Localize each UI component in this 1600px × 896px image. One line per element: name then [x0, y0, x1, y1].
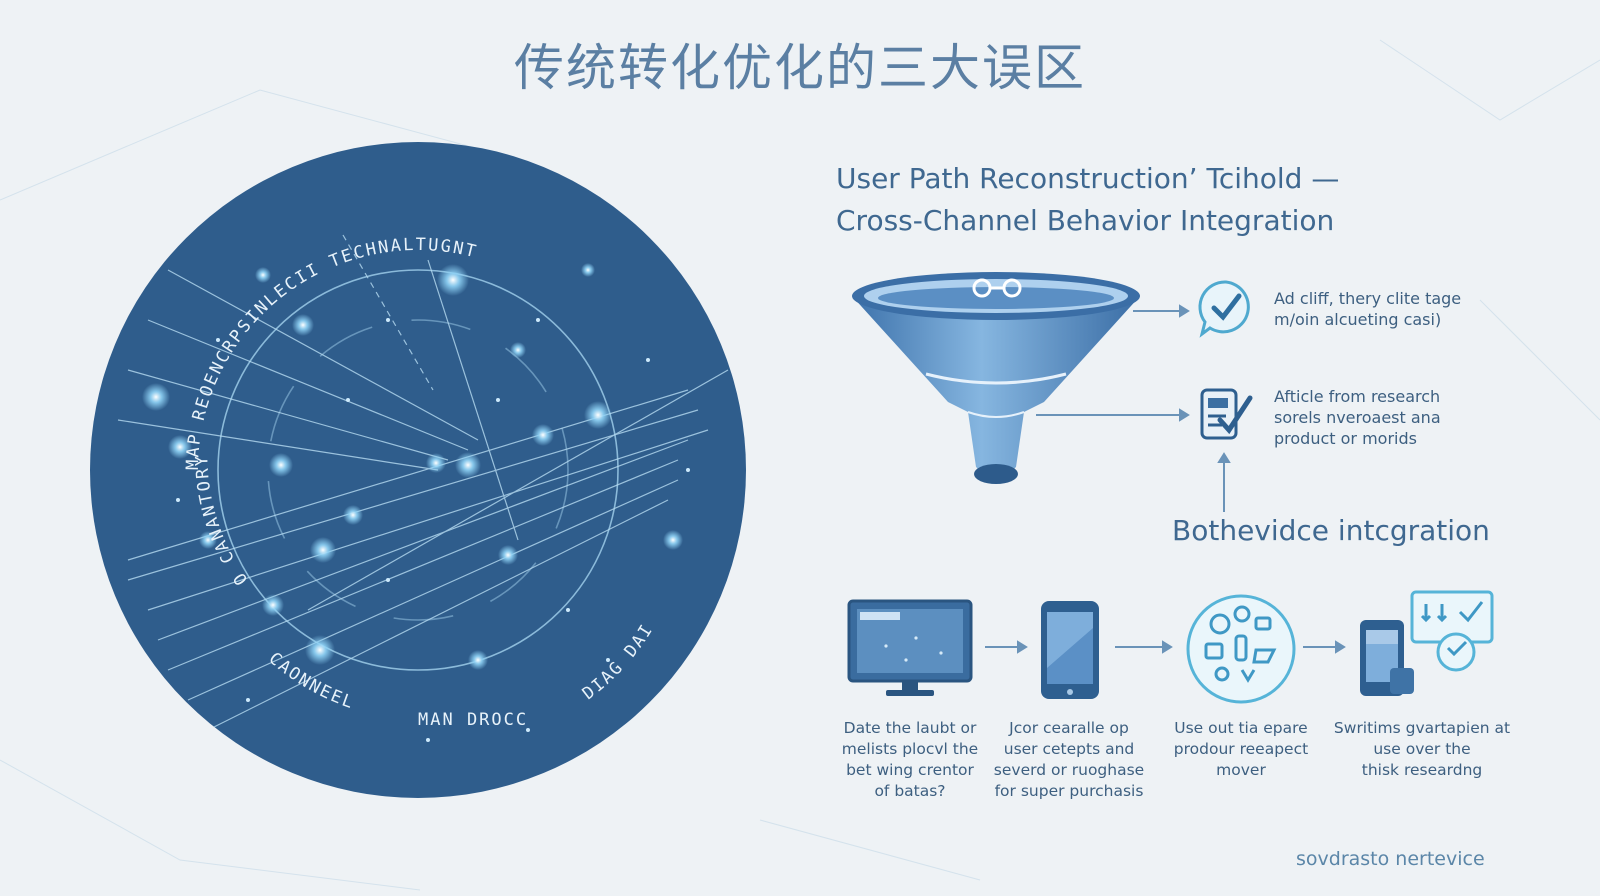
- section-headline: User Path Reconstruction’ Tcihold — Cros…: [836, 158, 1339, 242]
- right-item-2-line-1: Afticle from research: [1274, 387, 1441, 406]
- device-caption-3-line-2: prodour reeapect: [1173, 740, 1309, 758]
- device-caption-4: Swritims gvartapien at use over the this…: [1326, 718, 1518, 781]
- footer-text: sovdrasto nertevice: [1296, 848, 1485, 870]
- device-caption-2-line-4: for super purchasis: [994, 782, 1144, 800]
- right-item-2-line-2: sorels nveroaest ana: [1274, 408, 1441, 427]
- user-path-orb: MAP REOENCRPSINLECII TECHNALTUGNT O CANA…: [90, 142, 746, 798]
- device-caption-2-line-1: Jcor cearalle op: [1009, 719, 1129, 737]
- page-title: 传统转化优化的三大误区: [514, 39, 1086, 97]
- headline-line-2: Cross-Channel Behavior Integration: [836, 204, 1335, 237]
- device-caption-2-line-3: severd or ruoghase: [993, 761, 1145, 779]
- right-item-2-line-3: product or morids: [1274, 429, 1417, 448]
- orb-bottom-text: MAN DROCC: [418, 710, 528, 730]
- orb-rings: [217, 269, 619, 671]
- device-caption-4-line-1: Swritims gvartapien at: [1333, 719, 1511, 737]
- right-item-2-text: Afticle from research sorels nveroaest a…: [1274, 386, 1441, 449]
- orb-glow-nodes: [142, 263, 683, 670]
- desktop-monitor-icon: [847, 599, 973, 696]
- device-caption-2: Jcor cearalle op user cetepts and severd…: [974, 718, 1164, 802]
- device-caption-3-line-3: mover: [1216, 761, 1266, 779]
- orb-light-rays: [117, 234, 729, 731]
- device-caption-1-line-2: melists plocvl the: [841, 740, 979, 758]
- device-caption-1: Date the laubt or melists plocvl the bet…: [815, 718, 1005, 802]
- multi-device-sync-icon: [1360, 590, 1494, 696]
- device-caption-4-line-2: use over the: [1373, 740, 1471, 758]
- headline-line-1: User Path Reconstruction’ Tcihold —: [836, 162, 1340, 195]
- device-caption-4-line-3: thisk researdng: [1361, 761, 1483, 779]
- device-caption-1-line-1: Date the laubt or: [843, 719, 977, 737]
- right-item-1-line-2: m/oin alcueting casi): [1274, 310, 1442, 329]
- checklist-icon: [1200, 388, 1253, 440]
- device-caption-2-line-2: user cetepts and: [1003, 740, 1135, 758]
- device-caption-3-line-1: Use out tia epare: [1174, 719, 1308, 737]
- smartphone-icon: [1041, 601, 1099, 699]
- funnel-rim-icon: [972, 278, 1022, 298]
- conversion-funnel: [852, 272, 1140, 484]
- right-item-1-text: Ad cliff, thery clite tage m/oin alcueti…: [1274, 288, 1461, 330]
- device-caption-1-line-3: bet wing crentor: [846, 761, 974, 779]
- omnichannel-hub-icon: [1186, 594, 1296, 704]
- device-caption-3: Use out tia epare prodour reeapect mover: [1146, 718, 1336, 781]
- chat-checkmark-icon: [1198, 280, 1250, 338]
- right-item-1-line-1: Ad cliff, thery clite tage: [1274, 289, 1462, 308]
- integration-label: Bothevidce intcgration: [1172, 514, 1490, 547]
- orb-star-dots: [176, 318, 690, 742]
- device-caption-1-line-4: of batas?: [874, 782, 946, 800]
